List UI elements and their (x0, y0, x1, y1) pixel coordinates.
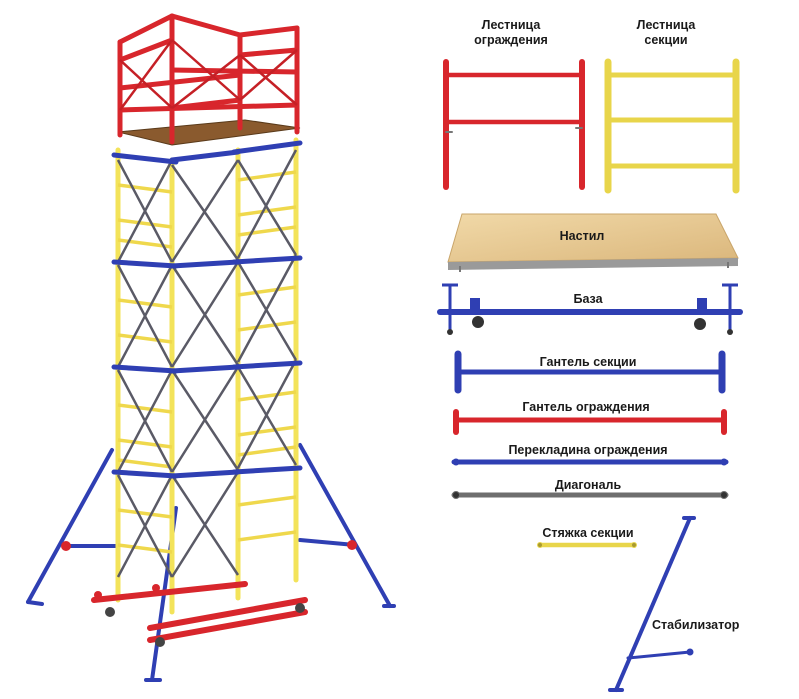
tower-stabilizers (26, 443, 396, 682)
tower-ladder-rungs (117, 170, 297, 554)
section-dumbbell-label: Гантель секции (539, 355, 637, 369)
tower-section-dumbbells (111, 140, 303, 479)
guard-dumbbell-part (453, 409, 727, 435)
section-dumbbell-part (454, 350, 726, 394)
tower-wheels (94, 591, 305, 647)
tower-guard-rails (117, 13, 300, 145)
diagonal-label: Диагональ (554, 478, 622, 492)
stabilizer-clamps (61, 540, 357, 592)
section-ladder-part (604, 58, 740, 194)
tower-deck (117, 119, 301, 146)
stabilizer-part (608, 516, 696, 692)
assembled-tower (26, 13, 396, 682)
guard-ladder-part (443, 59, 585, 190)
guard-ladder-label: Лестница ограждения (474, 18, 548, 47)
guard-crossbar-part (451, 458, 729, 466)
section-tie-part (537, 542, 637, 548)
tower-diagonals (116, 149, 298, 578)
section-tie-label: Стяжка секции (542, 526, 634, 540)
diagonal-part (451, 491, 729, 499)
base-label: База (573, 292, 603, 306)
section-ladder-label: Лестница секции (636, 18, 696, 47)
tower-guard-diagonals (118, 39, 298, 111)
tower-base (91, 581, 308, 643)
guard-dumbbell-label: Гантель ограждения (522, 400, 650, 414)
deck-label: Настил (559, 229, 605, 243)
deck-part (447, 213, 739, 272)
base-part (437, 283, 743, 335)
guard-crossbar-label: Перекладина ограждения (508, 443, 668, 457)
stabilizer-label: Стабилизатор (652, 618, 740, 632)
